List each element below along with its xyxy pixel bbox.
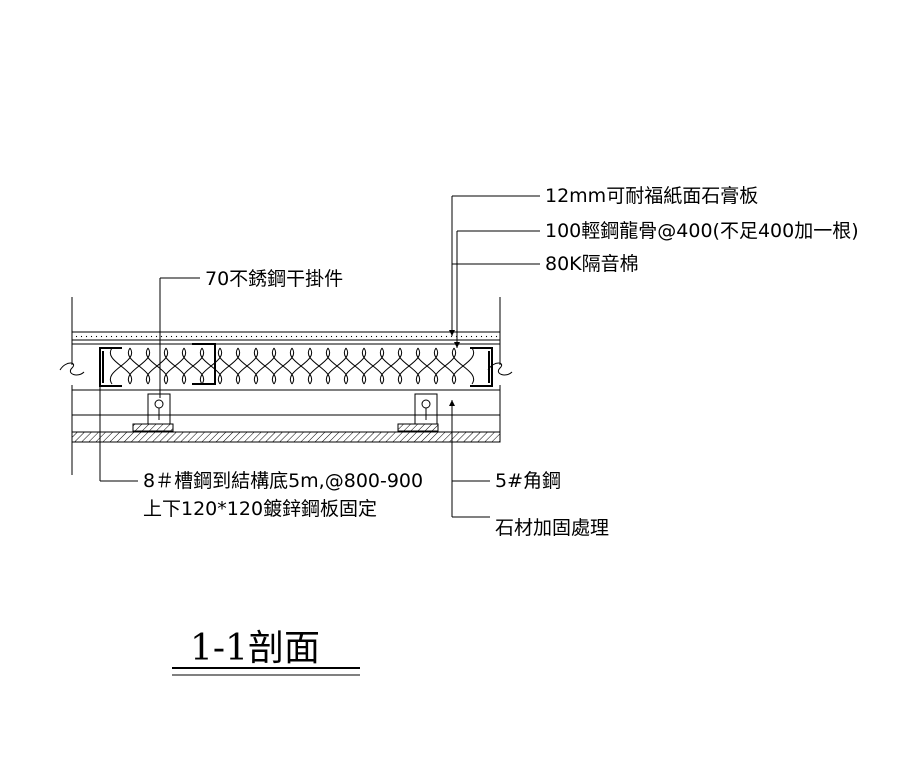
- stainless-hangers: [132, 393, 439, 432]
- stone-layer: [71, 431, 501, 443]
- section-title: 1-1剖面: [190, 628, 320, 669]
- angle-steel-label: 5#角鋼: [495, 470, 561, 492]
- channel-steel-label-line1: 8＃槽鋼到結構底5m,@800-900: [143, 470, 423, 492]
- insulation-layer: [109, 347, 475, 385]
- light-steel-keel-label: 100輕鋼龍骨@400(不足400加一根): [545, 220, 859, 242]
- gypsum-board-layer: [71, 331, 501, 345]
- wall-edges: [59, 297, 513, 475]
- stainless-hanger-label: 70不銹鋼干掛件: [205, 268, 343, 290]
- gypsum-board-label: 12mm可耐福紙面石膏板: [545, 184, 758, 207]
- channel-steel-label-line2: 上下120*120鍍鋅鋼板固定: [143, 498, 377, 520]
- structure-lines: [72, 389, 500, 416]
- stone-reinforcement-label: 石材加固處理: [495, 517, 609, 539]
- insulation-label: 80K隔音棉: [545, 253, 639, 275]
- leader-lines: [99, 195, 540, 518]
- light-steel-keel: [99, 343, 493, 387]
